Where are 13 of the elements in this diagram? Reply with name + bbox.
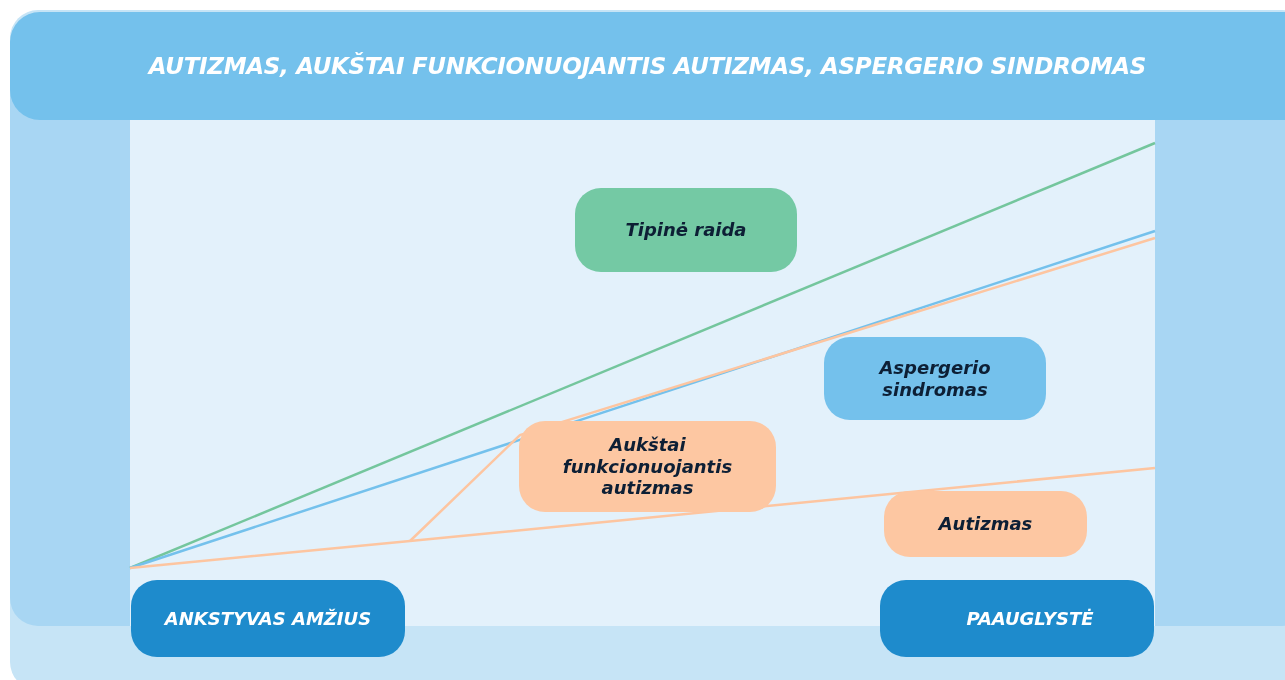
box-label: PAAUGLYSTĖ xyxy=(966,607,1094,630)
box-label: Aspergerio sindromas xyxy=(877,356,992,401)
stage-box xyxy=(824,337,1046,420)
box-label: Tipinė raida xyxy=(625,219,747,241)
box-label: Aukštai funkcionuojantis autizmas xyxy=(561,434,734,499)
stage-box xyxy=(575,188,797,272)
age-box xyxy=(131,580,405,657)
box-label: ANKSTYVAS AMŽIUS xyxy=(164,607,372,630)
stage-box xyxy=(884,491,1087,557)
box-label: Autizmas xyxy=(938,513,1033,535)
age-box xyxy=(880,580,1154,657)
stage-box xyxy=(519,421,776,512)
title: AUTIZMAS, AUKŠTAI FUNKCIONUOJANTIS AUTIZMAS, ASPERGERIO SINDROMAS xyxy=(148,53,1147,79)
